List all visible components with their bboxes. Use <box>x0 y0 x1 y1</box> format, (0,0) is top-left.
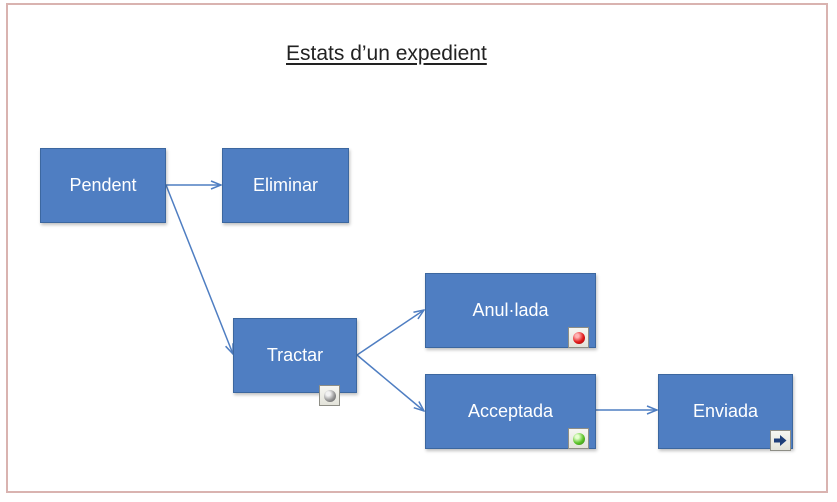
red-circle-icon <box>568 327 589 348</box>
edge-pendent-tractar <box>165 184 233 354</box>
diagram-title: Estats d’un expedient <box>286 42 487 65</box>
state-pendent: Pendent <box>40 148 166 223</box>
edge-tractar-anullada <box>356 310 424 356</box>
state-enviada-label: Enviada <box>692 401 759 421</box>
state-pendent-label: Pendent <box>69 175 137 195</box>
gray-circle-icon <box>319 385 340 406</box>
state-tractar: Tractar <box>233 318 357 393</box>
green-circle-icon <box>568 428 589 449</box>
state-enviada: Enviada <box>658 374 793 449</box>
state-anullada-label: Anul·lada <box>472 300 549 320</box>
state-eliminar-label: Eliminar <box>252 175 318 195</box>
state-anullada: Anul·lada <box>425 273 596 348</box>
state-acceptada: Acceptada <box>425 374 596 449</box>
state-eliminar: Eliminar <box>222 148 349 223</box>
right-arrow-icon <box>770 430 791 451</box>
state-tractar-label: Tractar <box>266 345 324 365</box>
edge-tractar-acceptada <box>356 354 424 411</box>
state-acceptada-label: Acceptada <box>467 401 554 421</box>
